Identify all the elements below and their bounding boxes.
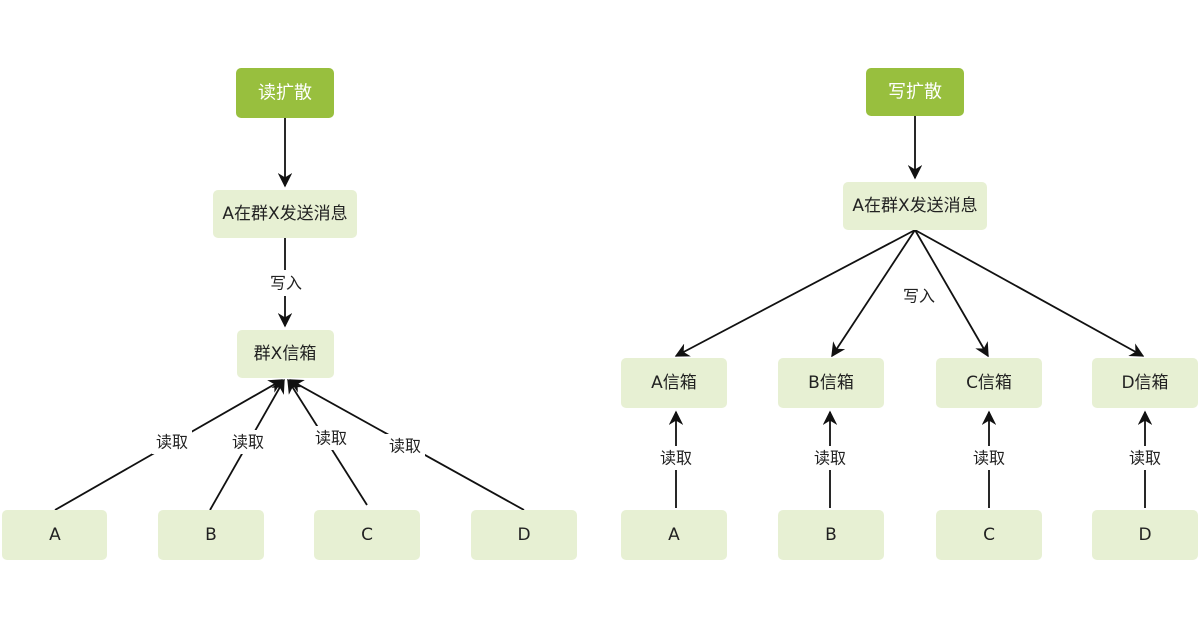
svg-text:D: D [517,525,530,545]
svg-text:C: C [361,525,373,545]
read-label-B: 读取 [232,433,264,452]
read-label-A: 读取 [660,449,692,468]
svg-text:C: C [983,525,995,545]
user-node-C: C [314,510,420,560]
user-node-B [778,510,884,560]
svg-text:群X信箱: 群X信箱 [254,344,317,364]
svg-text:读扩散: 读扩散 [258,83,312,104]
user-node-C [936,510,1042,560]
inbox-node-D [1092,358,1198,408]
user-node-A [621,510,727,560]
edge-message-to-B-inbox [831,229,916,358]
read-diffusion-diagram: 写入 读取 读取 读取 读取 读扩散 A在群X发送消息 群X信箱 A [2,68,577,560]
svg-text:B: B [825,525,837,545]
svg-text:C信箱: C信箱 [966,373,1012,393]
title-node-read-diffusion: 读扩散 [236,68,334,118]
user-node-B: B [158,510,264,560]
svg-text:写扩散: 写扩散 [888,82,942,103]
svg-text:A: A [668,525,680,545]
message-node: A在群X发送消息 [843,182,987,230]
svg-text:B信箱: B信箱 [808,373,854,393]
title-node-write-diffusion: 写扩散 [866,68,964,116]
write-label: 写入 [903,287,935,306]
read-label-B: 读取 [814,449,846,468]
svg-text:A在群X发送消息: A在群X发送消息 [852,196,977,216]
column-A: 读取 A信箱 A [621,358,727,560]
message-node: A在群X发送消息 [213,190,357,238]
svg-text:A在群X发送消息: A在群X发送消息 [222,204,347,224]
write-label: 写入 [270,274,302,293]
user-node-D [1092,510,1198,560]
inbox-node-A [621,358,727,408]
column-C: 读取 C信箱 C [936,358,1042,560]
inbox-node-C [936,358,1042,408]
column-D: 读取 D信箱 D [1092,358,1198,560]
read-label-C: 读取 [973,449,1005,468]
write-diffusion-diagram: 写入 写扩散 A在群X发送消息 读取 A信箱 A 读取 B信箱 B [621,68,1198,560]
read-label-D: 读取 [1129,449,1161,468]
svg-text:D信箱: D信箱 [1121,373,1168,393]
column-B: 读取 B信箱 B [778,358,884,560]
svg-text:B: B [205,525,217,545]
user-node-A: A [2,510,107,560]
edge-message-to-C-inbox [914,229,989,358]
inbox-node-B [778,358,884,408]
read-label-D: 读取 [389,437,421,456]
group-inbox-node: 群X信箱 [237,330,334,378]
svg-text:D: D [1138,525,1151,545]
read-label-A: 读取 [156,433,188,452]
read-label-C: 读取 [315,429,347,448]
edge-message-to-A-inbox [674,229,916,357]
edge-message-to-D-inbox [914,229,1145,357]
user-node-D: D [471,510,577,560]
svg-text:A信箱: A信箱 [651,373,697,393]
svg-text:A: A [49,525,61,545]
